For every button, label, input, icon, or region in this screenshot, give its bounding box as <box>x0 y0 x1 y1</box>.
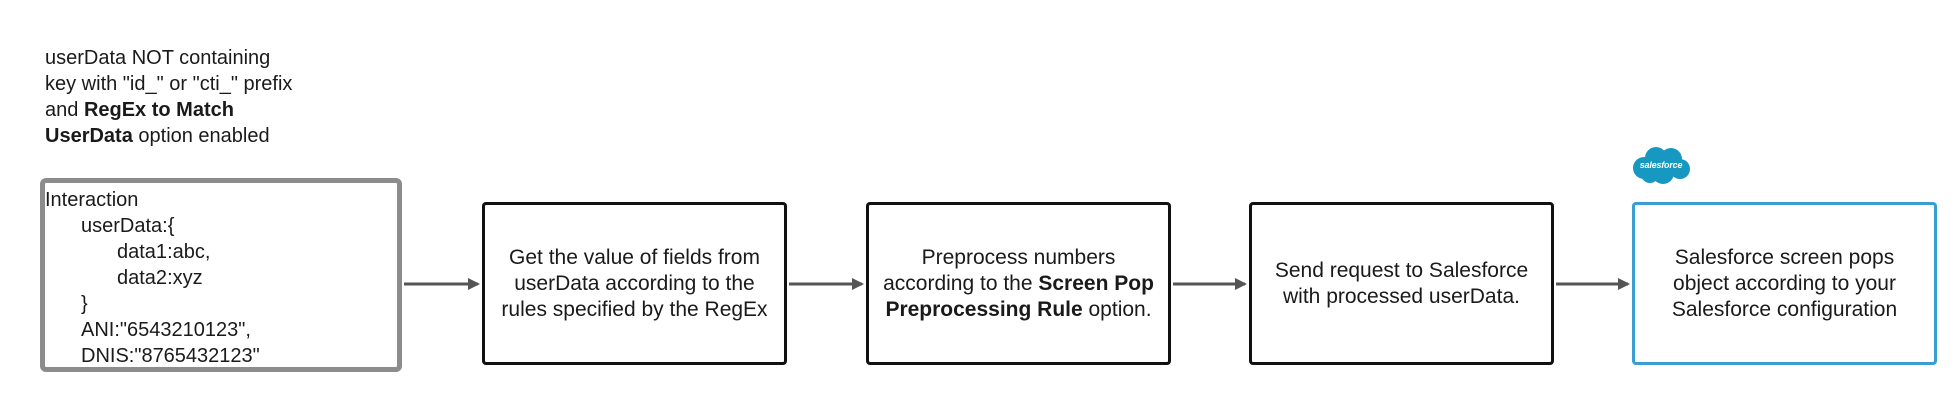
send-request-step: Send request to Salesforce with processe… <box>1249 202 1554 365</box>
salesforce-pop-step: Salesforce screen pops object according … <box>1632 202 1937 365</box>
userdata-close: } <box>81 293 88 315</box>
get-values-step: Get the value of fields from userData ac… <box>482 202 787 365</box>
send-request-text: Send request to Salesforce with processe… <box>1274 258 1529 308</box>
userdata-data2: data2:xyz <box>117 267 203 289</box>
salesforce-cloud-icon <box>1633 147 1690 184</box>
userdata-open: userData:{ <box>81 215 175 237</box>
caption-line-3: and RegEx to Match <box>45 99 234 121</box>
interaction-dnis: DNIS:"8765432123" <box>81 345 260 367</box>
caption-line-4: UserData option enabled <box>45 125 270 147</box>
userdata-data1: data1:abc, <box>117 241 211 263</box>
preprocess-step: Preprocess numbers according to the Scre… <box>866 202 1171 365</box>
condition-caption: userData NOT containing key with "id_" o… <box>45 45 345 149</box>
preprocess-text: Preprocess numbers according to the Scre… <box>883 245 1154 321</box>
salesforce-logo: salesforce <box>1630 144 1692 186</box>
salesforce-logo-text: salesforce <box>1639 160 1683 170</box>
salesforce-pop-text: Salesforce screen pops object according … <box>1671 245 1898 321</box>
interaction-title: Interaction <box>45 189 139 211</box>
get-values-text: Get the value of fields from userData ac… <box>501 245 768 321</box>
interaction-box: Interaction userData:{ data1:abc, data2:… <box>40 178 402 372</box>
interaction-ani: ANI:"6543210123", <box>81 319 251 341</box>
caption-line-2: key with "id_" or "cti_" prefix <box>45 73 293 95</box>
caption-line-1: userData NOT containing <box>45 47 271 69</box>
